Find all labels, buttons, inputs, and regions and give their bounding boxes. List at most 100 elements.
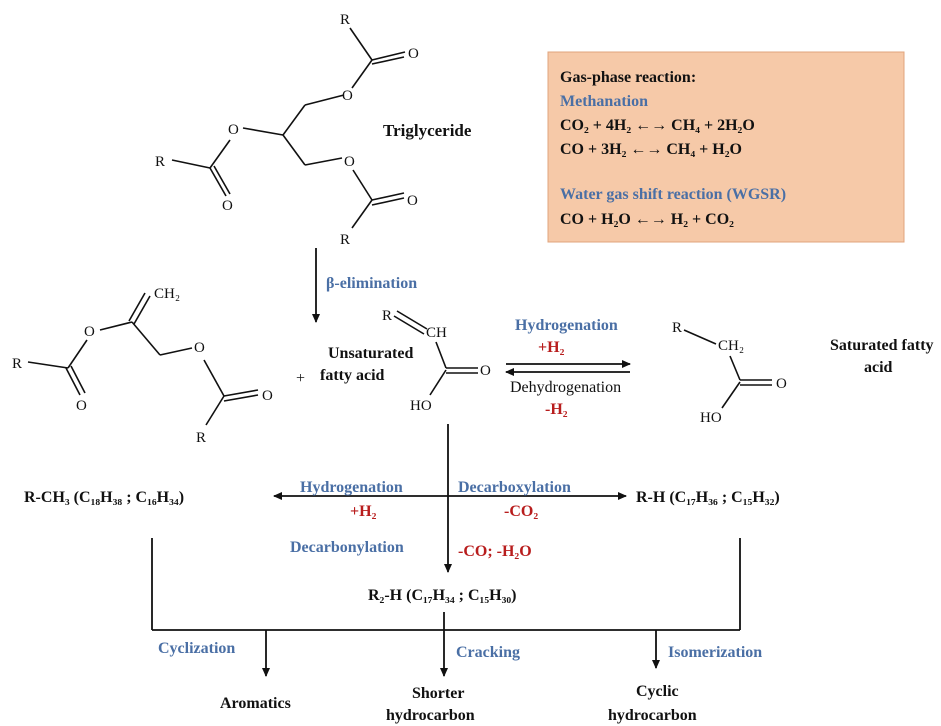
sfa-ho: HO [700,410,722,426]
diglyceride-r-left: R [12,356,22,372]
decarbonylation-label: Decarbonylation [290,539,404,556]
unsaturated-fatty-acid-label-line1: Unsaturated [328,345,413,362]
plus-h2-label-left: +H₂ [350,503,377,520]
bond [282,134,306,166]
gas-phase-box-background [547,51,905,243]
bond [435,341,447,369]
gas-phase-box: Gas-phase reaction: Methanation CO₂ + 4H… [547,51,905,243]
minus-h2-label: -H₂ [545,401,568,418]
aromatics-product: Aromatics [220,695,291,712]
triglyceride-o-top-ester: O [342,88,353,104]
ufa-ho: HO [410,398,432,414]
bond [209,167,227,197]
triglyceride-o-left-carbonyl: O [222,198,233,214]
bond [304,94,345,106]
bond [352,169,373,201]
bond [349,27,373,61]
triglyceride-o-bottom-ester: O [344,154,355,170]
triglyceride-r-top: R [340,12,350,28]
cyclic-hydrocarbon-line2: hydrocarbon [608,707,697,724]
diglyceride-o-bottom: O [194,340,205,356]
bond [429,369,447,396]
r-ch3-product: R-CH₃ (C₁₈H₃₈ ; C₁₆H₃₄) [24,489,184,506]
bond [99,321,133,331]
methanation-title: Methanation [560,93,648,110]
plus-sign: + [296,370,305,387]
triglyceride-label: Triglyceride [383,121,472,140]
triglyceride-o-top-carbonyl: O [408,46,419,62]
diglyceride-o-right-carbonyl: O [262,388,273,404]
gas-phase-title: Gas-phase reaction: [560,69,696,86]
bond [371,192,405,201]
ufa-r: R [382,308,392,324]
bond [131,321,161,356]
diglyceride-o-left-carbonyl: O [76,398,87,414]
sfa-r: R [672,320,682,336]
minus-co-h2o-label: -CO; -H₂O [458,543,532,560]
ufa-ch: CH [426,325,447,341]
bond [27,361,69,369]
shorter-hydrocarbon-line1: Shorter [412,685,464,702]
bond [371,51,406,61]
hydrogenation-label-left: Hydrogenation [300,479,403,496]
triglyceride-structure: R O O O O R O O R [155,12,419,248]
bond [223,389,259,397]
isomerization-label: Isomerization [668,644,762,661]
triglyceride-r-left: R [155,154,165,170]
bond [209,139,231,169]
triglyceride-o-mid-ester: O [228,122,239,138]
bond [242,127,284,136]
diglyceride-o-top: O [84,324,95,340]
bond [721,381,741,409]
bond [65,367,81,396]
plus-h2-label-top: +H₂ [538,339,565,356]
wgsr-title: Water gas shift reaction (WGSR) [560,186,786,203]
decarboxylation-label: Decarboxylation [458,479,571,496]
bond [223,394,259,402]
minus-co2-label: -CO₂ [504,503,538,520]
cyclic-hydrocarbon-line1: Cyclic [636,683,679,700]
bond [729,355,741,381]
bond [67,339,88,369]
bond [70,365,86,394]
shorter-hydrocarbon-line2: hydrocarbon [386,707,475,724]
bond [171,159,211,169]
unsaturated-fatty-acid-label-line2: fatty acid [320,367,385,384]
cracking-label: Cracking [456,644,520,661]
bond [205,395,225,426]
bond [351,59,373,89]
r-h-product: R-H (C₁₇H₃₆ ; C₁₅H₃₂) [636,489,780,506]
diglyceride-ch2: CH₂ [154,286,180,302]
dehydrogenation-label: Dehydrogenation [510,379,621,396]
bond [133,295,151,325]
saturated-fatty-acid-label-line1: Saturated fatty [830,337,934,354]
unsaturated-fatty-acid-structure: R CH O HO [382,308,491,414]
methanation-equation-1: CO₂ + 4H₂ ←→ CH₄ + 2H₂O [560,117,755,134]
ufa-o-carbonyl: O [480,363,491,379]
bond [159,347,193,356]
bond [128,292,146,322]
diglyceride-structure: CH₂ O O R O O R [12,286,273,446]
cyclization-label: Cyclization [158,640,235,657]
wgsr-equation: CO + H₂O ←→ H₂ + CO₂ [560,211,734,228]
triglyceride-r-bottom: R [340,232,350,248]
r2-h-product: R₂-H (C₁₇H₃₄ ; C₁₅H₃₀) [368,587,516,604]
bond [282,104,306,136]
methanation-equation-2: CO + 3H₂ ←→ CH₄ + H₂O [560,141,742,158]
bond [213,165,231,195]
saturated-fatty-acid-label-line2: acid [864,359,893,376]
bond [393,315,425,335]
diglyceride-r-bottom: R [196,430,206,446]
bond [304,157,343,166]
bond [351,199,373,229]
triglyceride-o-bottom-carbonyl: O [407,193,418,209]
sfa-o-carbonyl: O [776,376,787,392]
bond [683,329,717,345]
saturated-fatty-acid-structure: R CH₂ O HO [672,320,787,426]
hydrogenation-label-top: Hydrogenation [515,317,618,334]
beta-elimination-label: β-elimination [326,275,417,292]
bond [371,56,405,65]
bond [203,359,225,397]
sfa-ch2: CH₂ [718,338,744,354]
